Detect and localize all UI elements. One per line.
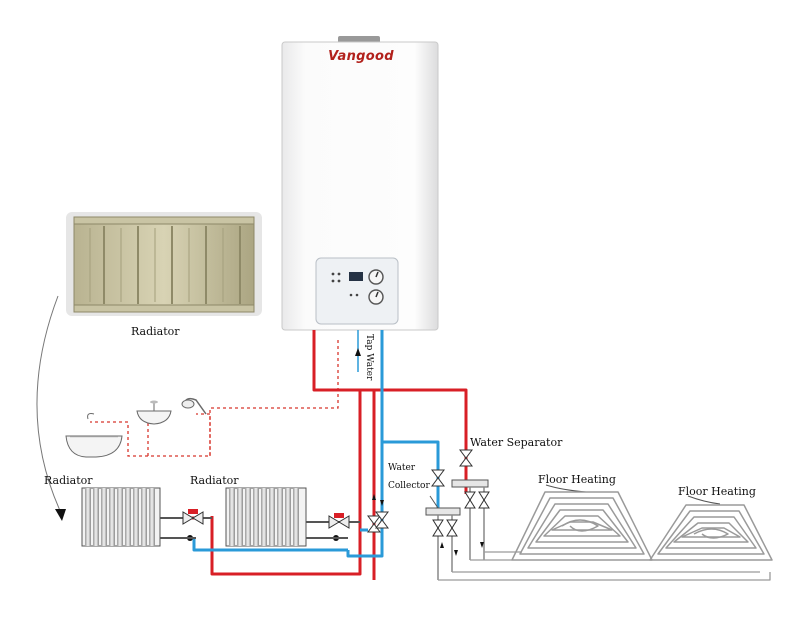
radiator-mid-label: Radiator — [190, 474, 239, 487]
radiator-fins — [85, 488, 155, 546]
water-separator-manifold — [451, 449, 490, 560]
radiator-fins — [229, 488, 299, 546]
floor-heating-2-label: Floor Heating — [678, 485, 756, 498]
floor-heating-coil-2 — [649, 504, 773, 561]
bathtub-icon — [65, 413, 123, 458]
tap-water-arrow-icon — [355, 348, 361, 356]
collector-leader-line — [429, 495, 439, 509]
control-display — [349, 272, 363, 281]
shower-head-icon — [181, 397, 207, 415]
brand-logo: Vangood — [328, 49, 394, 64]
radiator-left-unit — [81, 487, 161, 547]
tap-water-dotted-line — [90, 340, 339, 457]
floor-heating-loops — [438, 551, 771, 581]
floor-heating-1-leader — [545, 484, 587, 493]
boiler-unit — [281, 36, 439, 331]
radiator-left-valve — [160, 509, 212, 541]
reference-arrow-line — [36, 295, 63, 516]
floor-heating-coil-1 — [511, 491, 653, 561]
hot-water-pipes — [190, 330, 468, 580]
arrow-head-icon — [55, 509, 66, 521]
flow-arrow-icon — [480, 542, 484, 548]
flow-arrow-icon — [440, 542, 444, 548]
floor-heating-1-label: Floor Heating — [538, 473, 616, 486]
riser-valves — [367, 494, 389, 533]
water-collector-label-line2: Collector — [388, 481, 430, 491]
radiator-mid-valve — [306, 513, 360, 541]
radiator-mid-unit — [225, 487, 307, 547]
water-separator-label: Water Separator — [470, 436, 563, 449]
floor-heating-2-leader — [687, 495, 721, 505]
hot-supply-pipe — [312, 330, 468, 494]
radiator-photo — [66, 212, 262, 316]
boiler-control-panel — [315, 257, 399, 325]
water-collector-manifold — [425, 469, 461, 580]
radiator-return-pipe — [192, 538, 348, 552]
collector-feed-pipe — [382, 440, 440, 508]
radiator-left-label: Radiator — [44, 474, 93, 487]
tap-water-label: Tap Water — [364, 334, 374, 381]
flow-arrow-icon — [454, 550, 458, 556]
radiator-photo-label: Radiator — [131, 325, 180, 338]
hot-return-pipe — [210, 390, 362, 576]
radiator-panel-image — [73, 223, 255, 307]
sink-icon — [136, 400, 172, 425]
control-panel-face — [315, 257, 399, 325]
water-collector-label-line1: Water — [388, 463, 416, 473]
